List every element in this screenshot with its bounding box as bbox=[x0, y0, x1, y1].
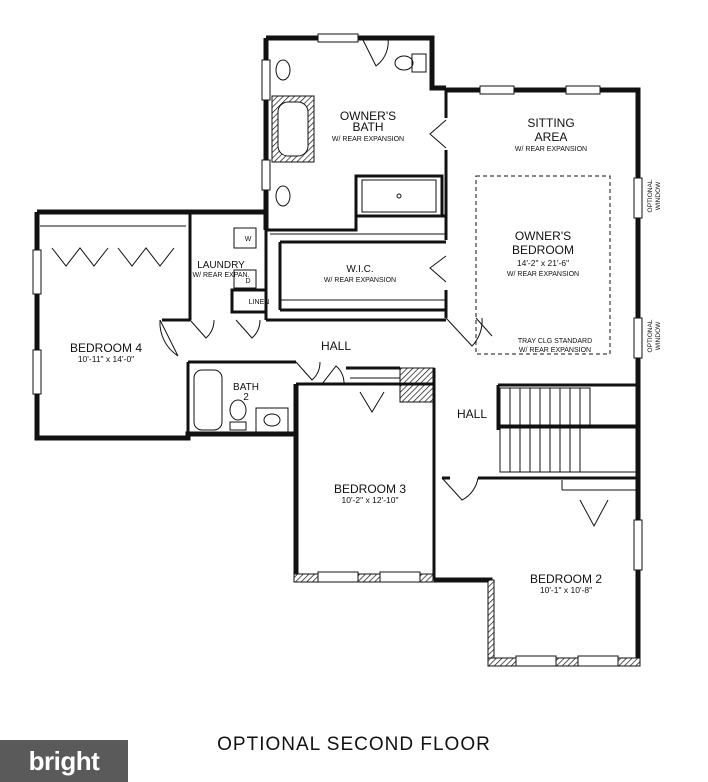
bright-logo: bright bbox=[0, 740, 128, 782]
optional-window-bottom-line2: WINDOW bbox=[655, 321, 662, 350]
interior-walls bbox=[162, 90, 638, 580]
bright-logo-text: bright bbox=[28, 745, 100, 776]
tray-ceiling-line1: TRAY CLG STANDARD bbox=[518, 338, 592, 345]
sitting-area-name: SITTING bbox=[527, 116, 574, 130]
door-swings bbox=[159, 37, 483, 501]
bedroom2-name: BEDROOM 2 bbox=[530, 572, 602, 586]
bedroom3-dims: 10'-2" x 12'-10" bbox=[341, 495, 398, 505]
tray-ceiling-line2: W/ REAR EXPANSION bbox=[519, 347, 591, 354]
bedroom3-name: BEDROOM 3 bbox=[334, 482, 406, 496]
bath2-name: BATH bbox=[233, 382, 259, 393]
optional-window-top-line1: OPTIONAL bbox=[647, 179, 654, 212]
washer-label: W bbox=[245, 236, 252, 243]
wic-note: W/ REAR EXPANSION bbox=[324, 277, 396, 284]
owners-bath-note: W/ REAR EXPANSION bbox=[332, 136, 404, 143]
bath2-name2: 2 bbox=[243, 392, 249, 403]
bedroom4-name: BEDROOM 4 bbox=[70, 341, 142, 355]
windows bbox=[32, 33, 643, 667]
sitting-area-note: W/ REAR EXPANSION bbox=[515, 146, 587, 153]
stairs bbox=[498, 387, 638, 473]
hall-upper-label: HALL bbox=[321, 339, 351, 353]
laundry-name: LAUNDRY bbox=[197, 260, 245, 271]
owners-bedroom-note: W/ REAR EXPANSION bbox=[507, 271, 579, 278]
sitting-area-name2: AREA bbox=[535, 130, 568, 144]
plan-title: OPTIONAL SECOND FLOOR bbox=[217, 734, 491, 755]
wic-name: W.I.C. bbox=[346, 264, 373, 275]
room-labels: OWNER'S BATH W/ REAR EXPANSION SITTING A… bbox=[70, 109, 662, 595]
owners-bedroom-name2: BEDROOM bbox=[512, 243, 574, 257]
dryer-label: D bbox=[245, 278, 250, 285]
bedroom4-dims: 10'-11" x 14'-0" bbox=[78, 354, 134, 364]
optional-window-top-line2: WINDOW bbox=[655, 181, 662, 210]
owners-bedroom-dims: 14'-2" x 21'-6" bbox=[517, 258, 569, 268]
owners-bath-name2: BATH bbox=[352, 120, 383, 134]
hall-right-label: HALL bbox=[457, 407, 487, 421]
laundry-note: W/ REAR EXPAN. bbox=[192, 272, 249, 279]
bedroom2-dims: 10'-1" x 10'-8" bbox=[540, 585, 592, 595]
closet-doors bbox=[51, 119, 609, 528]
owners-bath-name: OWNER'S bbox=[340, 109, 396, 123]
owners-bedroom-name: OWNER'S bbox=[515, 229, 571, 243]
fixtures bbox=[193, 53, 437, 433]
optional-window-bottom-line1: OPTIONAL bbox=[647, 319, 654, 352]
dashed-lines bbox=[40, 175, 636, 491]
linen-label: LINEN bbox=[249, 299, 270, 306]
